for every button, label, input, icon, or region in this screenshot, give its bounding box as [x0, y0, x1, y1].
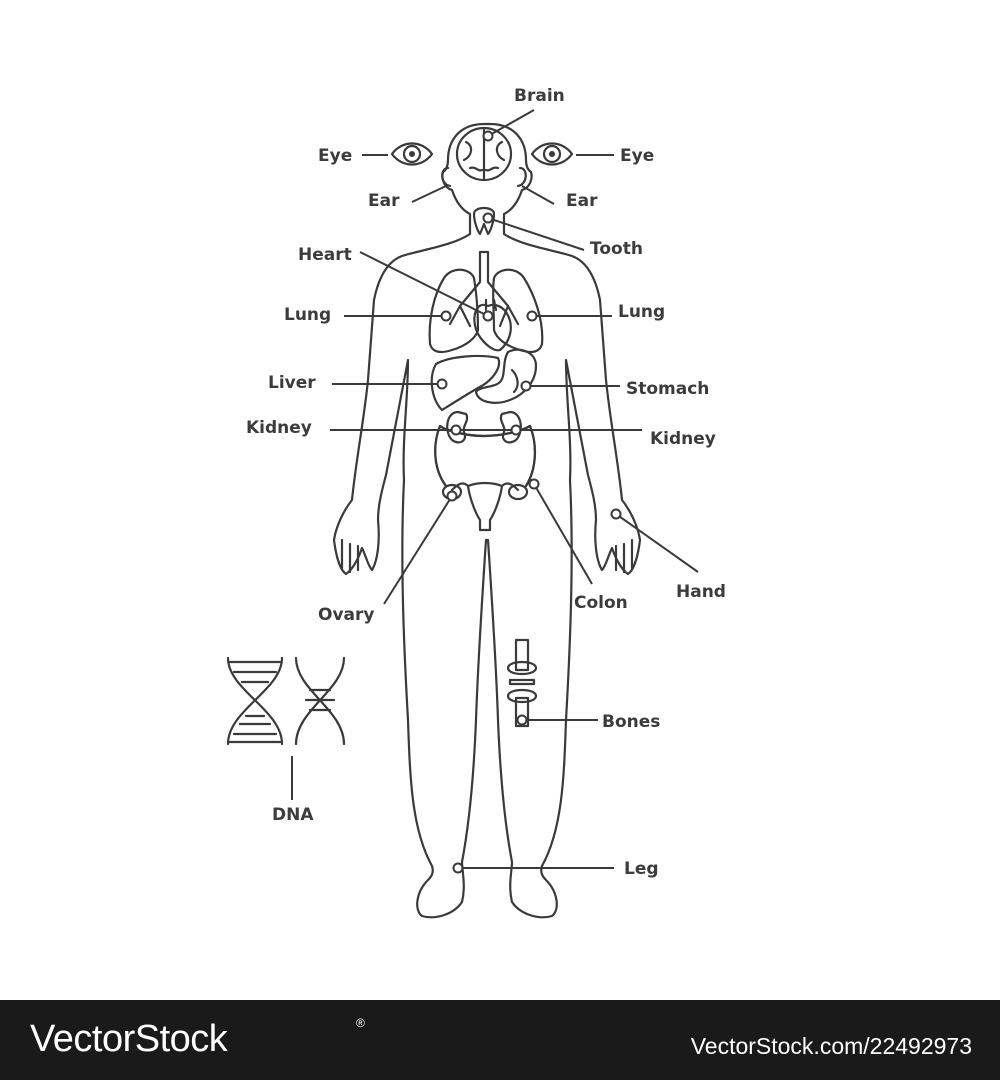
- leader-lines: [291, 109, 699, 869]
- label-heart: Heart: [298, 245, 352, 265]
- label-leg: Leg: [624, 859, 659, 879]
- liver-icon: [430, 354, 501, 412]
- image-code: VectorStock.com/22492973: [690, 1033, 972, 1059]
- label-eye-left: Eye: [318, 146, 352, 166]
- label-stomach: Stomach: [626, 379, 709, 399]
- bones-icon: [506, 638, 538, 728]
- ear-right-shape: [516, 166, 527, 188]
- label-ear-right: Ear: [566, 191, 598, 211]
- label-lung-left: Lung: [284, 305, 331, 325]
- eye-left-icon: [390, 142, 434, 166]
- lung-left-icon: [428, 268, 480, 354]
- label-bones: Bones: [602, 712, 660, 732]
- label-tooth: Tooth: [590, 239, 643, 259]
- heart-icon: [473, 303, 512, 352]
- label-dna: DNA: [272, 805, 314, 825]
- label-kidney-right: Kidney: [650, 429, 716, 449]
- stomach-icon: [474, 348, 538, 404]
- heart-vessels: [484, 298, 498, 312]
- fallopian-tubes: [450, 482, 520, 492]
- label-hand: Hand: [676, 582, 726, 602]
- label-ear-left: Ear: [368, 191, 400, 211]
- right-fingers: [614, 538, 634, 574]
- watermark-footer: VectorStock ® VectorStock.com/22492973: [0, 1000, 1000, 1080]
- label-kidney-left: Kidney: [246, 418, 312, 438]
- connector-dots: [436, 130, 622, 874]
- label-lung-right: Lung: [618, 302, 665, 322]
- label-brain: Brain: [514, 86, 565, 106]
- uterus-icon: [466, 481, 504, 532]
- left-fingers: [340, 538, 360, 574]
- bronchi: [448, 304, 520, 328]
- trachea-icon: [458, 250, 510, 308]
- label-ovary: Ovary: [318, 605, 374, 625]
- label-eye-right: Eye: [620, 146, 654, 166]
- colon-outline: [434, 424, 537, 488]
- label-colon: Colon: [574, 593, 628, 613]
- eye-right-icon: [530, 142, 574, 166]
- ear-left-shape: [441, 166, 452, 188]
- kidney-right-icon: [499, 410, 522, 444]
- brand-logo: VectorStock: [30, 1018, 228, 1060]
- kidney-left-icon: [446, 410, 469, 444]
- stomach-fold: [510, 368, 519, 394]
- lung-right-icon: [492, 268, 544, 354]
- ovary-right-icon: [507, 483, 529, 501]
- dna-icon: [226, 656, 346, 746]
- registered-mark: ®: [356, 1016, 365, 1030]
- label-liver: Liver: [268, 373, 316, 393]
- anatomy-diagram: Brain Eye Eye Ear Ear Tooth Heart Lung L…: [226, 86, 726, 919]
- tooth-icon: [472, 206, 496, 236]
- brain-icon: [455, 126, 513, 182]
